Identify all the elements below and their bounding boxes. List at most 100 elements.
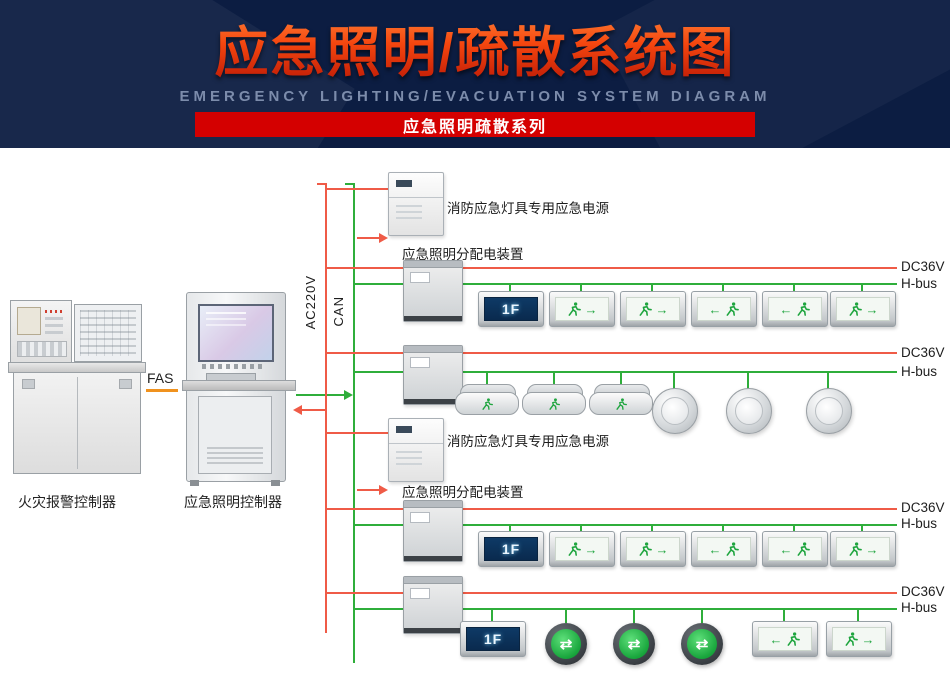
hbus-line [355,608,897,610]
dist-base [404,399,462,404]
double-sided-exit-sign [522,384,586,416]
lamp-drop-line [861,283,863,291]
page-subtitle: EMERGENCY LIGHTING/EVACUATION SYSTEM DIA… [179,88,771,105]
can-bus-tick [345,183,353,185]
exit-sign: → [830,531,896,567]
dc36v-label: DC36V [901,345,945,360]
hbus-label: H-bus [901,600,938,615]
dc36v-line [327,508,897,510]
lamp-drop-line [580,524,582,532]
hbus-line [355,371,897,373]
dist-sticker [410,357,430,368]
cabinet-buttons [202,364,262,369]
dc36v-line [327,592,897,594]
hbus-line [355,283,897,285]
lamp-drop-line [701,608,703,623]
running-man-icon [548,398,561,410]
arrow-right-icon [379,233,388,243]
console-vent [22,379,35,389]
arrow-left-icon: ← [779,541,793,557]
floor-sign-panel: 1F [466,627,520,651]
running-man-icon [481,398,494,410]
arrow-right-icon: → [584,541,598,557]
flow-arrow-line [357,237,379,239]
arrow-left-icon: ← [708,301,722,317]
can-bus-line [353,183,355,663]
cabinet-caster [190,480,199,486]
console-right-panel [74,304,142,362]
running-man-icon [567,302,582,316]
can-link-line [296,394,346,396]
floor-sign-panel: 1F [484,537,538,561]
lamp-drop-line [827,371,829,390]
lamp-drop-line [651,283,653,291]
dist-sticker [410,588,430,599]
lamp-drop-line [861,524,863,532]
dist-base [404,316,462,321]
dc36v-line [327,352,897,354]
floor-sign-panel: 1F [484,297,538,321]
cabinet-screen [198,304,274,362]
ac220v-bus-tick [317,183,325,185]
running-man-icon [638,302,653,316]
emergency-power-supply [388,172,444,236]
lamp-drop-line [565,608,567,623]
running-man-icon [796,302,811,316]
dist-cap [404,501,462,508]
lamp-drop-line [793,283,795,291]
running-man-icon [848,542,863,556]
exit-sign-panel: → [832,627,886,651]
running-man-icon [615,398,628,410]
arrow-left-icon [293,405,302,415]
double-arrow-icon: ⇄ [687,629,717,659]
distribution-label: 应急照明分配电装置 [402,247,524,262]
lamp-drop-line [620,371,622,385]
distribution-box [403,576,463,634]
exit-sign-panel: → [626,537,680,561]
arrow-left-icon: ← [708,541,722,557]
exit-sign: ← [762,291,828,327]
arrow-right-icon: → [655,301,669,317]
lamp-drop-line [580,283,582,291]
lighting-controller-cabinet [176,292,298,486]
series-banner: 应急照明疏散系列 [195,112,755,137]
sign-front-panel [522,392,586,415]
arrow-right-icon [344,390,353,400]
double-arrow-icon: ⇄ [551,629,581,659]
hbus-label: H-bus [901,516,938,531]
distribution-box [403,500,463,562]
power-link-line [302,409,326,411]
power-supply-label: 消防应急灯具专用应急电源 [447,201,609,216]
fire-alarm-console [8,300,146,482]
ac220v-label: AC220V [303,275,318,330]
double-sided-exit-sign [455,384,519,416]
console-vent [119,379,132,389]
arrow-right-icon: → [655,541,669,557]
console-display [17,307,41,335]
exit-sign-panel: → [626,297,680,321]
cabinet-caster [271,480,280,486]
lamp-drop-line [722,283,724,291]
exit-sign: ← [691,531,757,567]
arrow-right-icon: → [865,301,879,317]
arrow-right-icon: → [865,541,879,557]
lamp-drop-line [553,371,555,385]
exit-sign-panel: → [836,537,890,561]
exit-sign: → [549,531,615,567]
floor-label: 1F [483,631,503,647]
lamp-drop-line [722,524,724,532]
exit-sign-panel: ← [768,297,822,321]
round-exit-light: ⇄ [681,623,723,665]
exit-sign: ← [762,531,828,567]
psu-seam [389,197,443,198]
lamp-drop-line [509,283,511,291]
distribution-box [403,260,463,322]
running-man-icon [725,542,740,556]
lamp-drop-line [491,608,493,621]
page-title: 应急照明/疏散系统图 [0,8,950,87]
exit-sign-panel: ← [697,297,751,321]
lamp-drop-line [783,608,785,621]
dist-sticker [410,272,430,283]
